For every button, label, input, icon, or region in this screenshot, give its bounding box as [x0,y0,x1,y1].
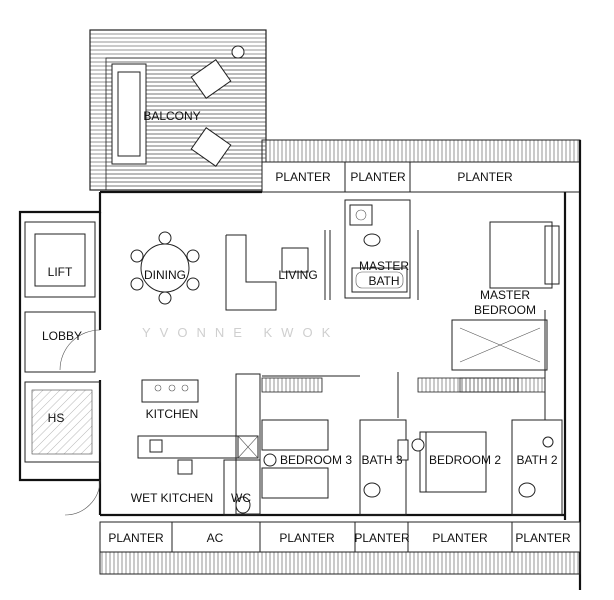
balcony [89,29,267,191]
living-sofa [225,230,331,311]
master-bath [344,199,419,300]
label-planter-top-2: PLANTER [350,170,406,184]
label-lift: LIFT [48,265,73,279]
balcony-chair [190,59,232,99]
bath-3 [359,372,409,516]
label-planter-bottom-2: PLANTER [279,531,335,545]
balcony-sofa [111,63,147,165]
label-balcony: BALCONY [143,109,200,123]
planter-bottom-strip [99,521,581,575]
bath-2 [511,419,563,516]
balcony-chair [190,127,232,167]
bedroom-3-furniture [261,375,360,499]
bedroom-2-furniture [411,377,519,493]
label-master-bedroom-line2: BEDROOM [474,303,536,317]
label-planter-bottom-1: PLANTER [108,531,164,545]
label-ac: AC [207,531,224,545]
label-planter-top-3: PLANTER [457,170,513,184]
label-planter-bottom-5: PLANTER [515,531,571,545]
label-master-bath-line1: MASTER [359,259,409,273]
label-master-bath-line2: BATH [368,274,399,288]
label-wet-kitchen: WET KITCHEN [131,491,213,505]
label-kitchen: KITCHEN [146,407,199,421]
label-bath-2: BATH 2 [516,453,557,467]
core [24,221,101,516]
label-master-bedroom-line1: MASTER [480,288,530,302]
plant-pot [231,45,245,59]
label-planter-bottom-3: PLANTER [354,531,410,545]
label-bath-3: BATH 3 [361,453,402,467]
label-lobby: LOBBY [42,329,82,343]
label-dining: DINING [144,268,186,282]
dining-table [130,231,200,305]
label-bedroom-2: BEDROOM 2 [429,453,501,467]
watermark: YVONNE KWOK [142,325,339,340]
planter-top-strip [261,139,581,193]
walls [18,140,582,590]
kitchen [137,373,261,515]
label-planter-top-1: PLANTER [275,170,331,184]
master-bedroom-furniture [451,221,560,420]
label-hs: HS [48,411,65,425]
label-bedroom-3: BEDROOM 3 [280,453,352,467]
label-wc: WC [231,491,251,505]
wc [223,459,261,516]
label-living: LIVING [278,268,317,282]
label-planter-bottom-4: PLANTER [432,531,488,545]
